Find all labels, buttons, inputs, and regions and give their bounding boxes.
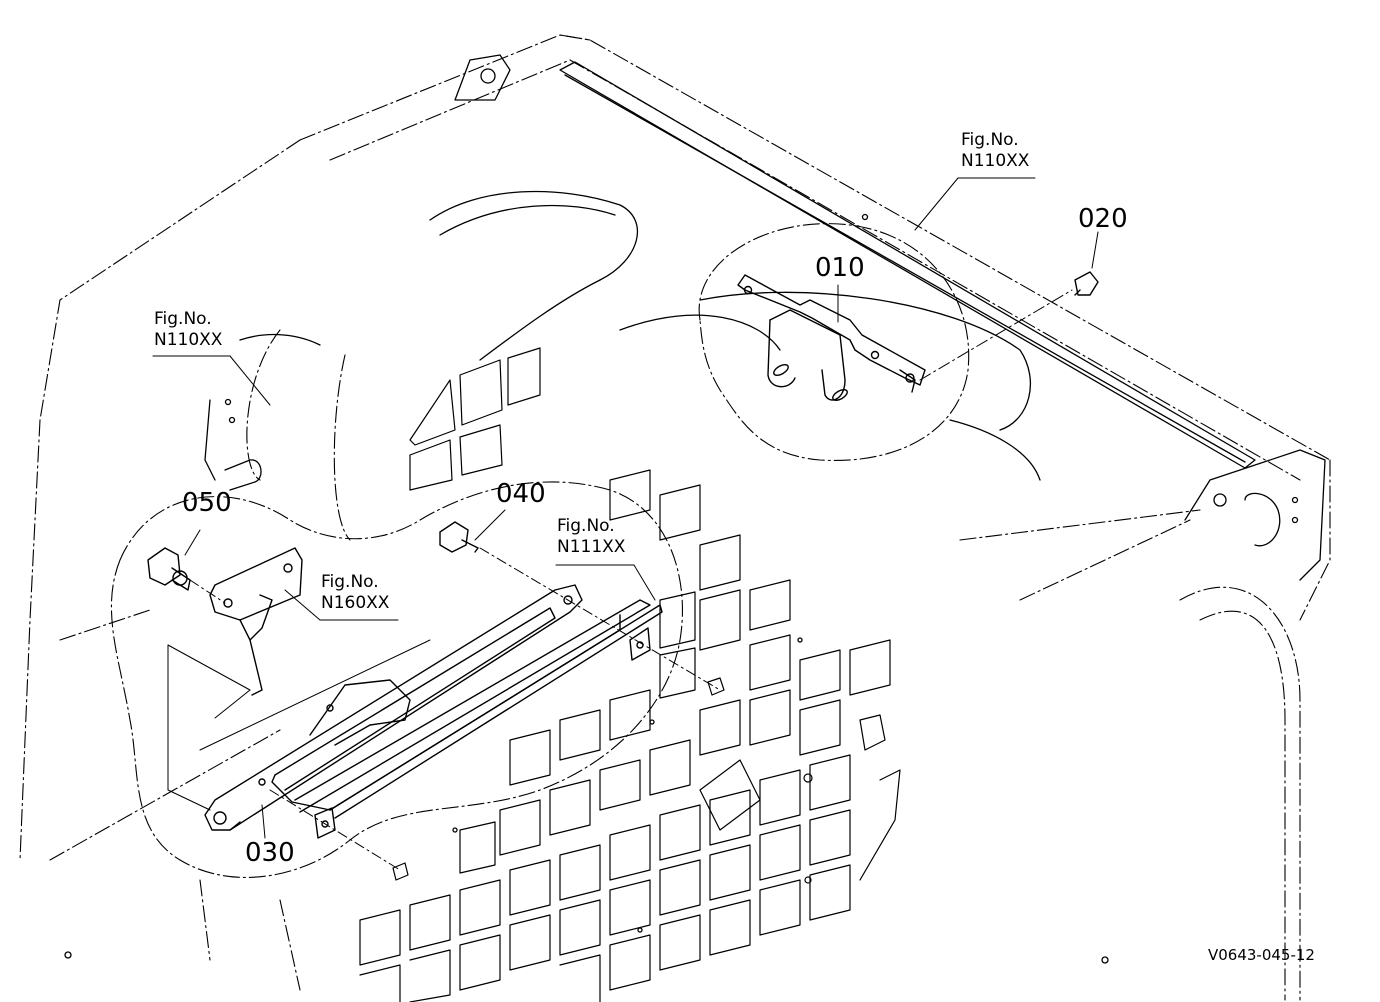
fig-ref-number: N110XX	[154, 330, 223, 350]
fig-ref-caption: Fig.No.	[321, 572, 379, 592]
fig-ref-n110xx-left: Fig.No. N110XX	[154, 311, 222, 349]
part-label-040: 040	[496, 479, 546, 509]
part-label-050: 050	[182, 488, 232, 518]
frame-structure	[64, 54, 1326, 964]
fig-ref-caption: Fig.No.	[961, 130, 1019, 150]
drawing-code: V0643-045-12	[1208, 946, 1315, 964]
part-label-010: 010	[815, 253, 865, 283]
fig-ref-n110xx-upper: Fig.No. N110XX	[961, 132, 1029, 170]
fig-ref-number: N111XX	[557, 537, 626, 557]
part-label-020: 020	[1078, 204, 1128, 234]
fig-ref-caption: Fig.No.	[557, 516, 615, 536]
inset-guard-assembly	[110, 355, 725, 881]
grille-mesh	[359, 347, 901, 1002]
fig-ref-n160xx: Fig.No. N160XX	[321, 574, 389, 612]
fig-ref-n111xx: Fig.No. N111XX	[557, 518, 625, 556]
fig-ref-number: N110XX	[961, 151, 1030, 171]
part-label-030: 030	[245, 838, 295, 868]
fig-ref-caption: Fig.No.	[154, 309, 212, 329]
phantom-frame	[19, 34, 1331, 1001]
inset-bracket-010	[698, 177, 1099, 462]
fig-ref-number: N160XX	[321, 593, 390, 613]
